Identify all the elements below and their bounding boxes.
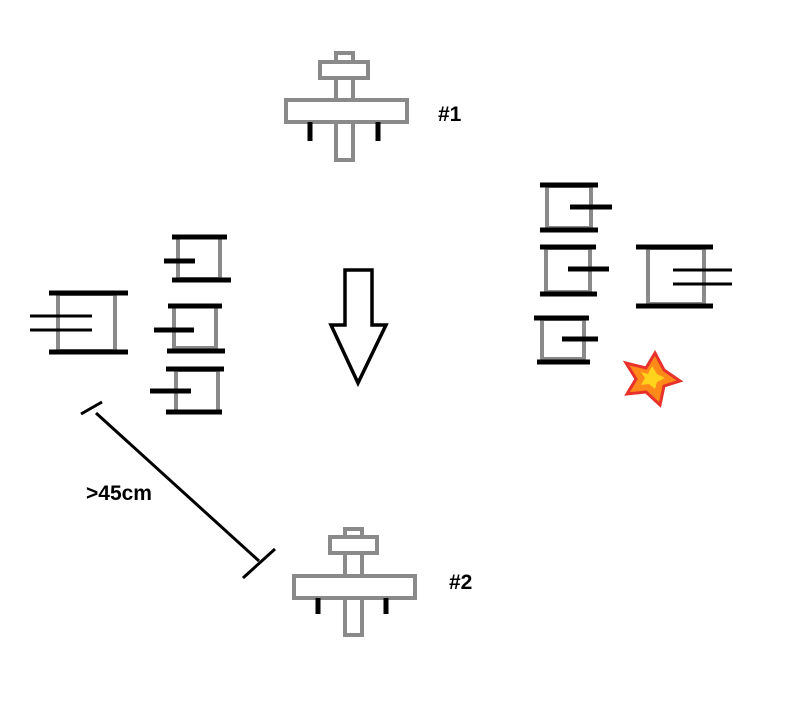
- plane-2-label: #2: [449, 571, 472, 594]
- distance-label: >45cm: [86, 482, 152, 505]
- airplane-bottom-icon: [292, 527, 417, 637]
- right-single-spool-icon: [636, 244, 732, 309]
- left-single-spool-icon: [30, 290, 128, 355]
- explosion-star-icon: [622, 349, 684, 408]
- distance-measure-line: [80, 400, 277, 580]
- airplane-top-icon: [284, 51, 409, 162]
- left-spool-stack-icon: [150, 234, 231, 415]
- down-arrow-icon: [328, 268, 389, 388]
- plane-1-label: #1: [438, 103, 462, 126]
- right-spool-stack-icon: [534, 182, 612, 365]
